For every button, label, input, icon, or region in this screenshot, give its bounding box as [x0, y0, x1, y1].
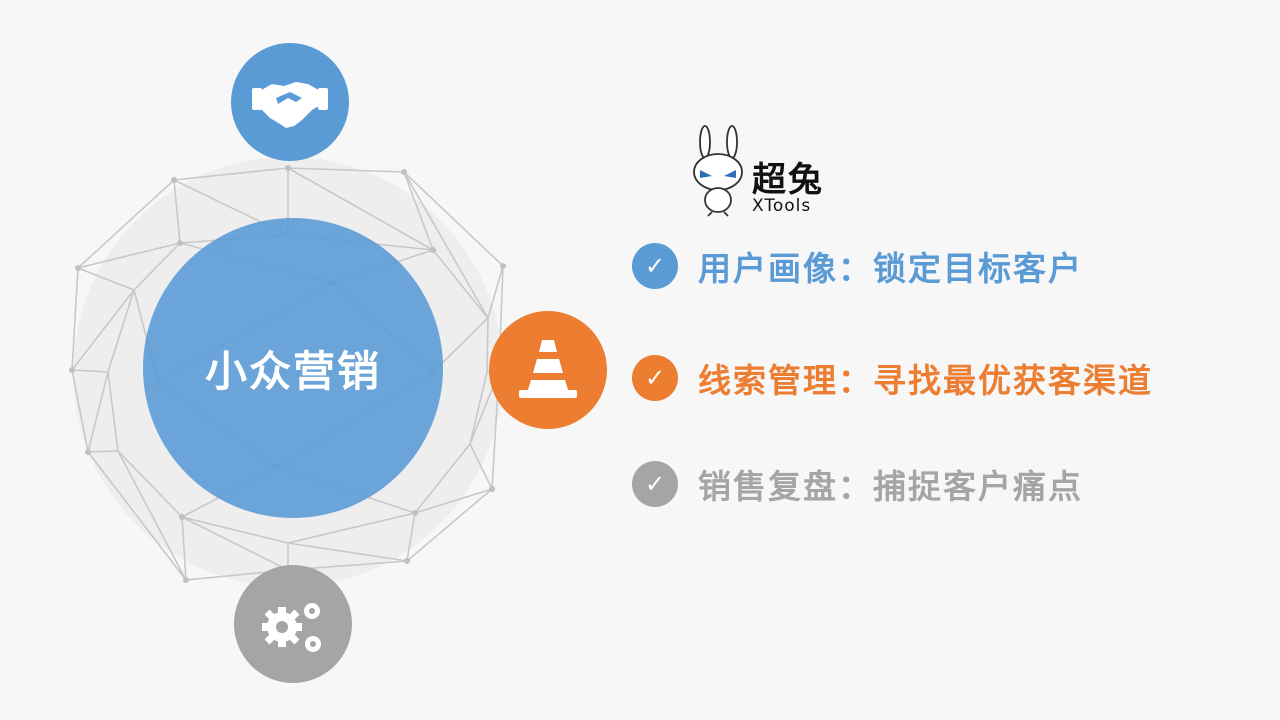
- check-icon: ✓: [632, 355, 678, 401]
- top-node: [231, 43, 349, 161]
- logo-title: 超兔: [752, 160, 824, 200]
- feature-text: 销售复盘：捕捉客户痛点: [698, 467, 1083, 506]
- logo-subtitle: XTools: [752, 196, 812, 216]
- feature-item-review: ✓ 销售复盘：捕捉客户痛点: [632, 460, 1083, 508]
- gears-icon: [262, 603, 321, 652]
- feature-item-leads: ✓ 线索管理：寻找最优获客渠道: [632, 354, 1153, 402]
- feature-text: 用户画像：锁定目标客户: [698, 249, 1083, 288]
- rabbit-mascot-icon: [693, 125, 743, 217]
- feature-text: 线索管理：寻找最优获客渠道: [698, 361, 1153, 400]
- center-circle: [143, 218, 443, 518]
- handshake-icon: [252, 82, 328, 128]
- traffic-cone-icon: [519, 340, 577, 398]
- bottom-node: [234, 565, 352, 683]
- right-node: [489, 311, 607, 429]
- center-label: 小众营销: [204, 346, 381, 396]
- check-icon: ✓: [632, 461, 678, 507]
- check-icon: ✓: [632, 243, 678, 289]
- feature-item-profiling: ✓ 用户画像：锁定目标客户: [632, 242, 1083, 290]
